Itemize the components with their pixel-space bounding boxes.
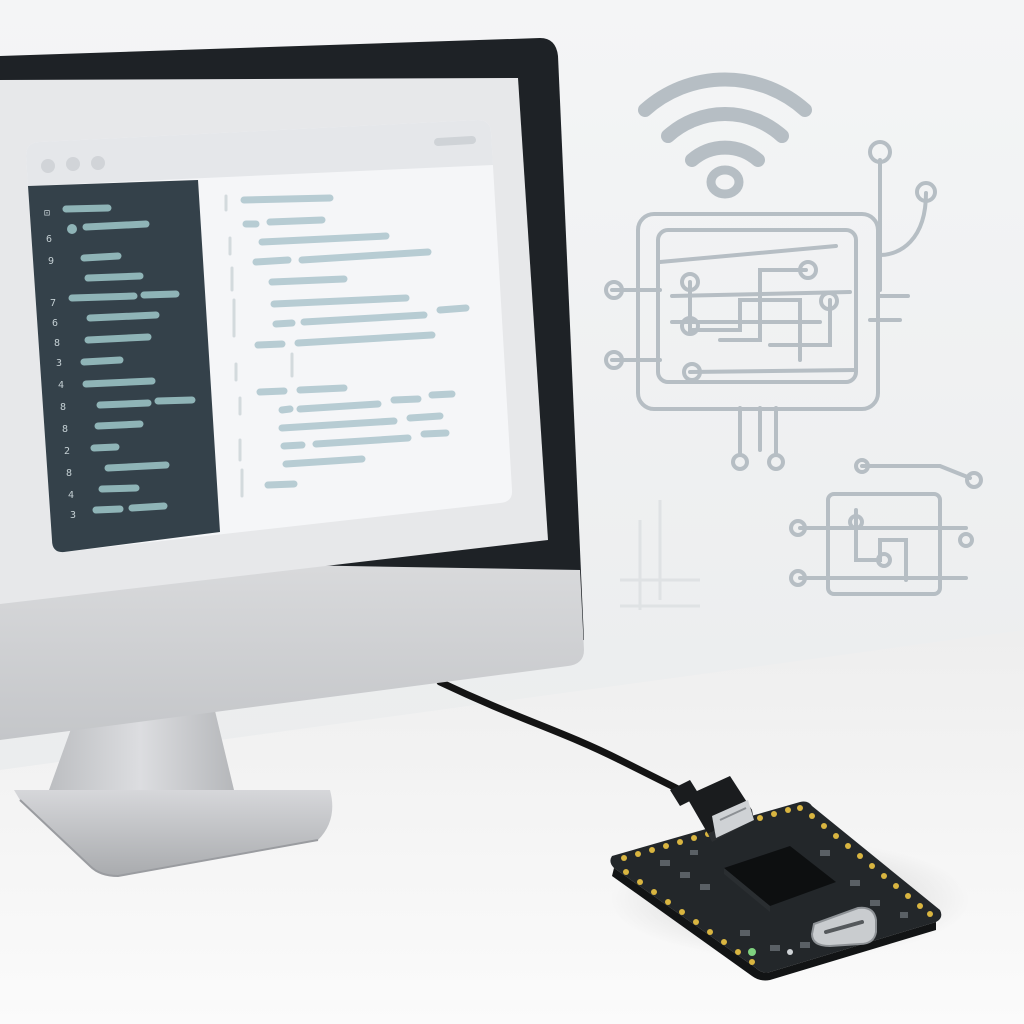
editor-sidebar xyxy=(28,180,220,553)
line-number: 4 xyxy=(58,380,64,391)
faint-circuit xyxy=(620,500,700,610)
chip-icon xyxy=(724,846,836,912)
line-number: 7 xyxy=(50,298,56,309)
small-circuit-icon xyxy=(789,458,983,596)
line-number: 3 xyxy=(56,358,62,369)
titlebar-pill xyxy=(434,136,476,146)
window-dot-minimize[interactable] xyxy=(66,157,80,171)
line-number: 2 xyxy=(64,446,70,457)
microcontroller-board xyxy=(610,776,942,981)
smd-components xyxy=(660,850,908,951)
code-lines xyxy=(240,194,470,489)
line-number: 8 xyxy=(60,402,66,413)
status-led xyxy=(748,948,756,956)
wifi-icon xyxy=(638,72,812,199)
line-number: 6 xyxy=(46,234,52,245)
line-number: ⊡ xyxy=(44,208,50,219)
line-number: 8 xyxy=(66,468,72,479)
line-number: 9 xyxy=(48,256,54,267)
window-dot-maximize[interactable] xyxy=(91,156,105,170)
circuit-icon xyxy=(604,140,937,471)
window-dot-close[interactable] xyxy=(41,159,55,173)
usb-c-port-icon xyxy=(810,906,877,948)
file-tree xyxy=(62,204,196,514)
indent-guides xyxy=(224,194,294,498)
line-number: 8 xyxy=(54,338,60,349)
folder-icon xyxy=(67,224,77,234)
code-editor-window xyxy=(26,120,513,553)
reset-button[interactable] xyxy=(787,949,793,955)
line-number: 4 xyxy=(68,490,74,501)
usb-plug-icon xyxy=(670,776,754,842)
editor-titlebar xyxy=(26,120,493,186)
line-number: 8 xyxy=(62,424,68,435)
line-numbers: ⊡ 6 9 7 6 8 3 4 8 8 2 8 4 3 xyxy=(44,208,76,521)
line-number: 3 xyxy=(70,510,76,521)
line-number: 6 xyxy=(52,318,58,329)
board-pins xyxy=(621,805,933,965)
